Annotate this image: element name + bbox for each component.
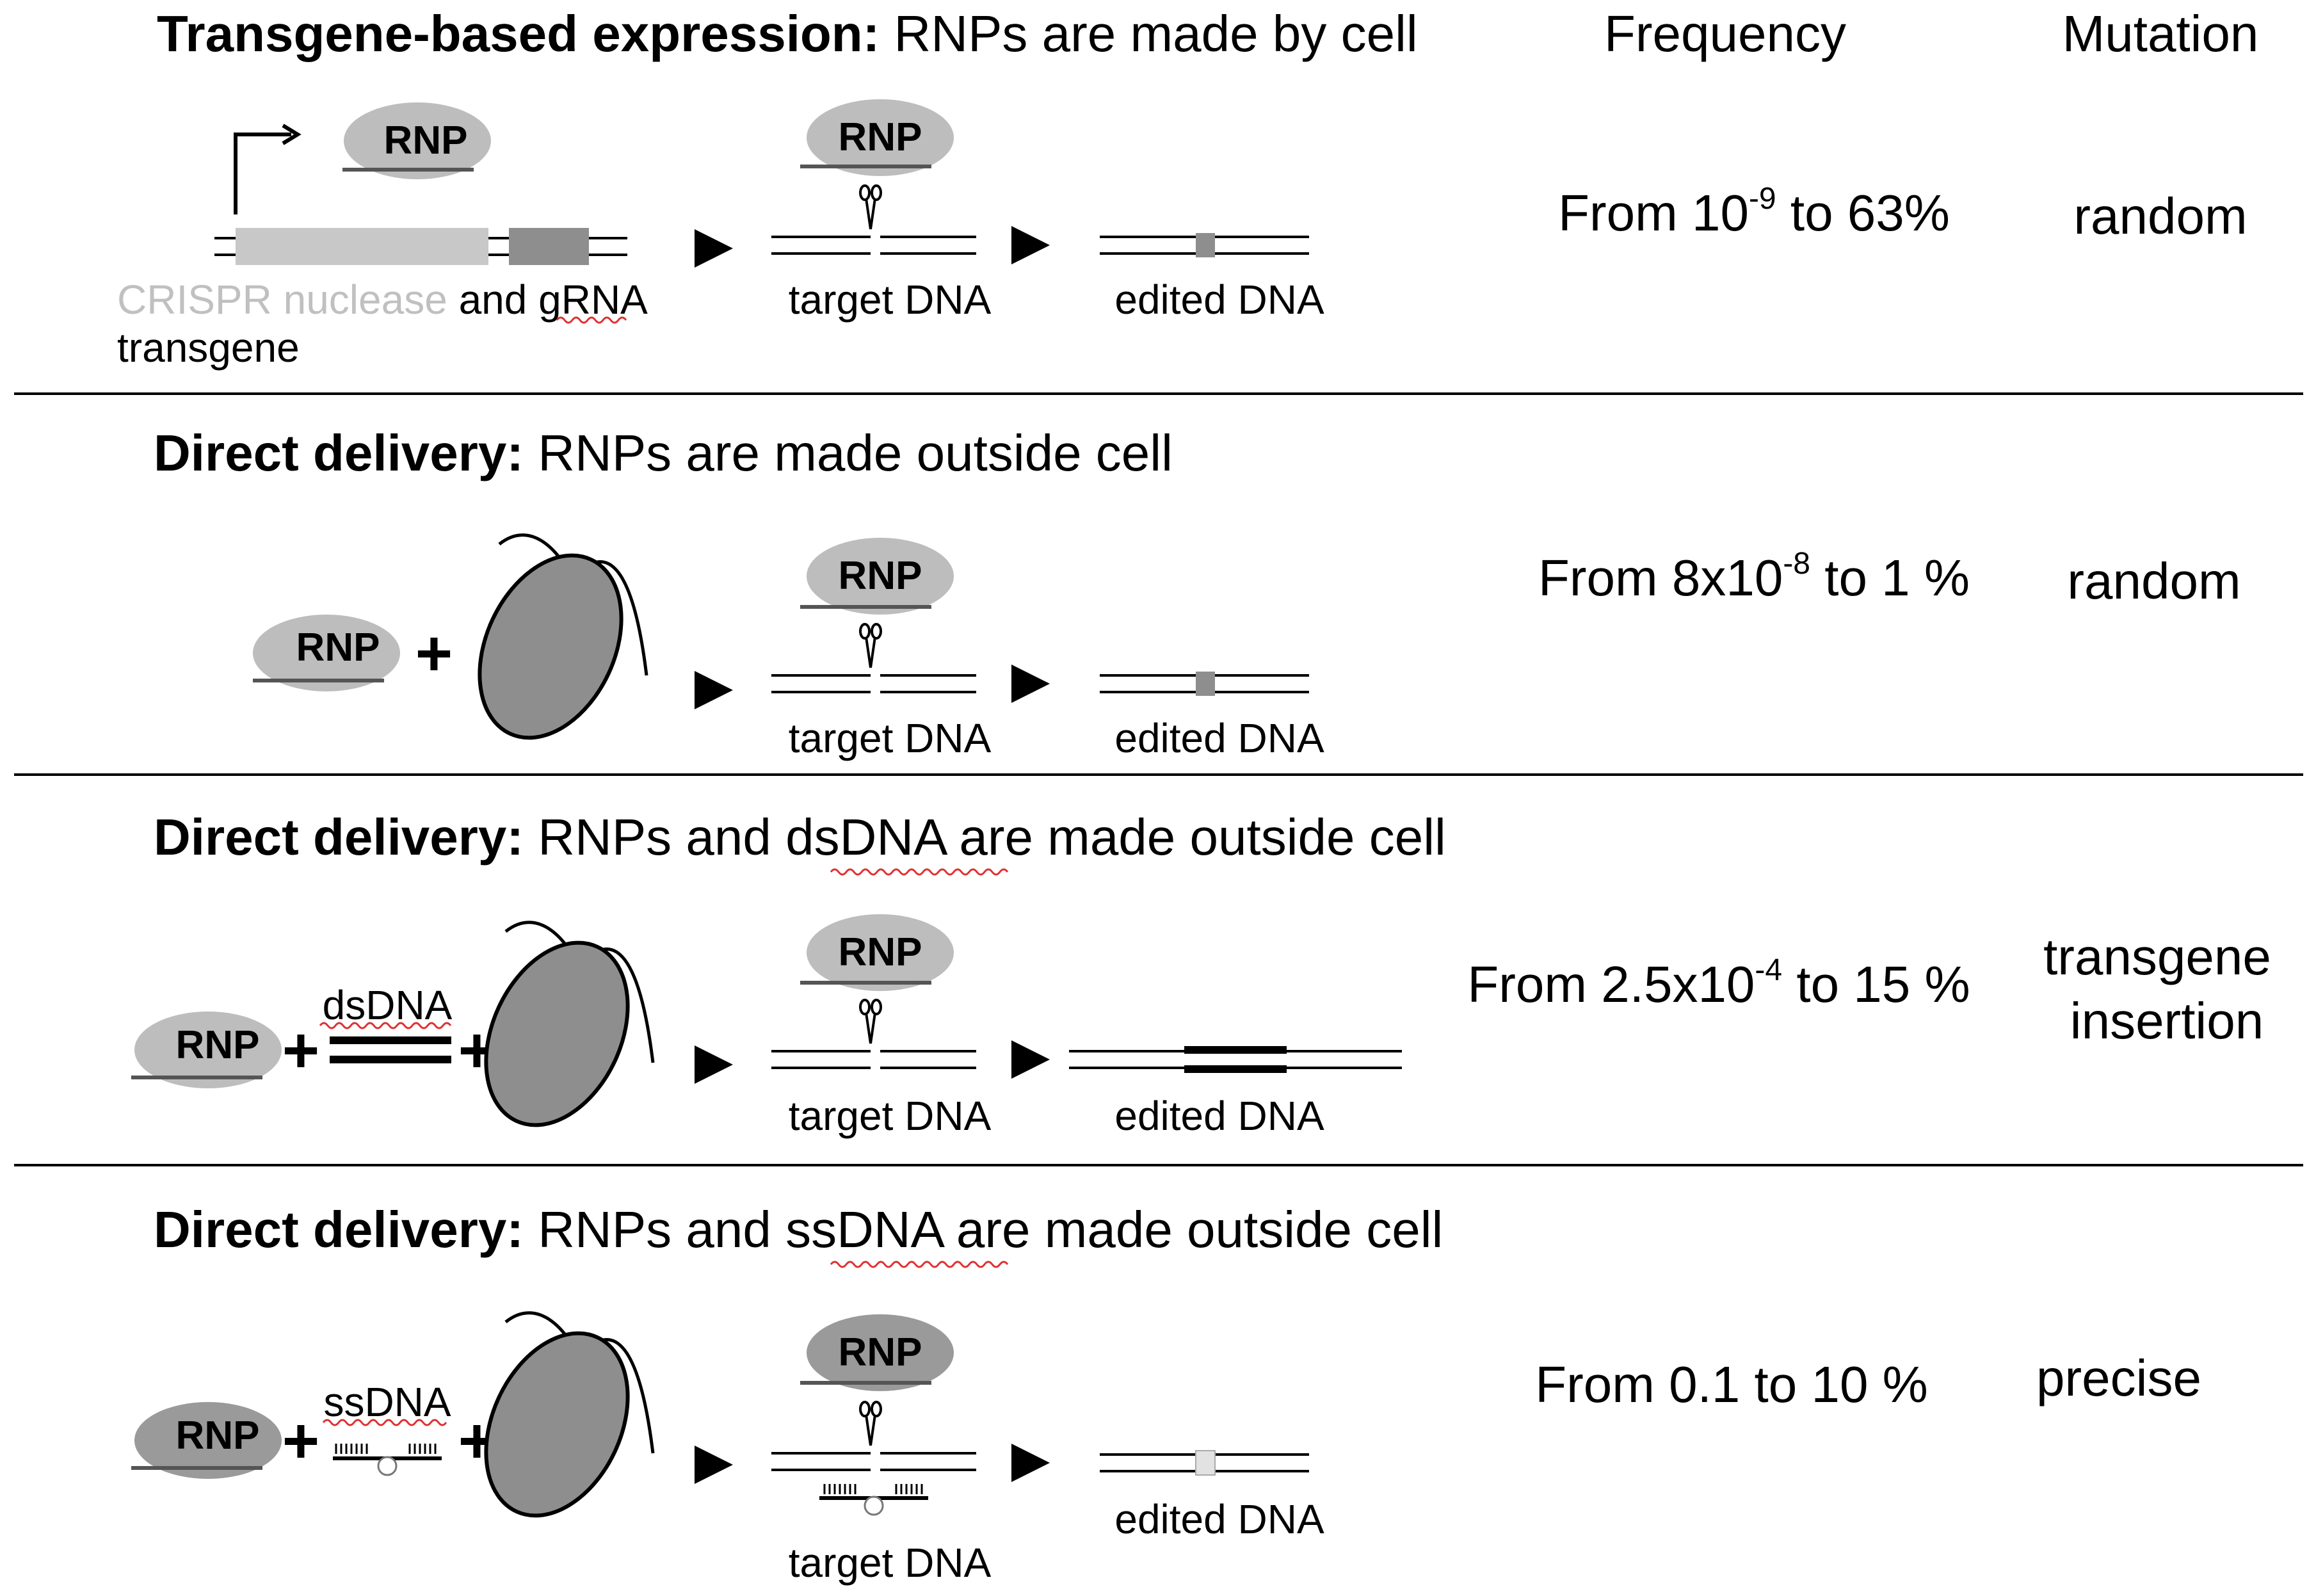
precise-edit-mark bbox=[1195, 1450, 1216, 1476]
plus-sign: + bbox=[282, 1405, 319, 1477]
mutation-3-line2: insertion bbox=[2070, 992, 2264, 1049]
target-dna: RNP target DNA bbox=[771, 914, 992, 1139]
rnp-label: RNP bbox=[839, 930, 922, 974]
rnp-label: RNP bbox=[384, 118, 468, 163]
rnp-label: RNP bbox=[296, 625, 380, 670]
frequency-3: From 2.5x10-4 to 15 % bbox=[1467, 953, 1970, 1013]
target-dna: RNP target DNA bbox=[771, 1314, 992, 1586]
edited-dna-label: edited DNA bbox=[1114, 1496, 1324, 1542]
ssdna-label: ssDNA bbox=[323, 1379, 451, 1425]
edited-dna: edited DNA bbox=[1100, 233, 1324, 323]
mutation-1: random bbox=[2073, 188, 2247, 245]
plus-sign: + bbox=[282, 1015, 319, 1086]
promoter-arrow bbox=[234, 133, 291, 214]
section-3-title: Direct delivery: RNPs and dsDNA are made… bbox=[154, 809, 1446, 866]
algal-cell bbox=[484, 921, 655, 1127]
ssdna-donor: ssDNA bbox=[322, 1379, 451, 1476]
mutation-3-line1: transgene bbox=[2043, 928, 2271, 985]
frequency-4: From 0.1 to 10 % bbox=[1535, 1356, 1928, 1413]
section-direct-delivery-ssdna: Direct delivery: RNPs and ssDNA are made… bbox=[131, 1201, 2201, 1586]
mutation-header: Mutation bbox=[2063, 5, 2259, 62]
target-dna-label: target DNA bbox=[789, 715, 992, 761]
dsdna-label: dsDNA bbox=[323, 982, 453, 1028]
transgene-label: CRISPR nuclease and gRNA bbox=[117, 277, 648, 323]
rnp-label: RNP bbox=[176, 1023, 260, 1067]
rnp-outside: RNP bbox=[131, 1402, 282, 1479]
dsdna-donor: dsDNA bbox=[319, 982, 453, 1063]
edited-dna: edited DNA bbox=[1100, 1450, 1324, 1542]
edited-dna: edited DNA bbox=[1100, 672, 1324, 761]
target-dna: RNP target DNA bbox=[771, 538, 992, 761]
frequency-2: From 8x10-8 to 1 % bbox=[1538, 547, 1970, 606]
spellcheck-underline bbox=[322, 1419, 447, 1426]
frequency-1: From 10-9 to 63% bbox=[1558, 182, 1950, 241]
rnp-label: RNP bbox=[839, 554, 922, 598]
rnp-label: RNP bbox=[176, 1414, 260, 1458]
rnp-outside: RNP bbox=[253, 615, 400, 691]
spellcheck-underline bbox=[556, 316, 627, 324]
promoter-arrow-head bbox=[282, 124, 302, 145]
mutation-4: precise bbox=[2036, 1350, 2201, 1407]
rnp-produced: RNP bbox=[342, 102, 491, 179]
rnp-label: RNP bbox=[839, 115, 922, 159]
spellcheck-underline bbox=[319, 1022, 452, 1029]
edit-mark bbox=[1196, 233, 1215, 257]
section-2-title: Direct delivery: RNPs are made outside c… bbox=[154, 424, 1173, 481]
rnp-label: RNP bbox=[839, 1330, 922, 1374]
spellcheck-underline bbox=[830, 1261, 1009, 1268]
rnp-outside: RNP bbox=[131, 1012, 282, 1088]
section-1-title: Transgene-based expression: RNPs are mad… bbox=[157, 5, 1418, 62]
edit-mark bbox=[1196, 672, 1215, 696]
algal-cell bbox=[484, 1311, 655, 1518]
grna-gene-box bbox=[509, 228, 589, 265]
section-4-title: Direct delivery: RNPs and ssDNA are made… bbox=[154, 1201, 1443, 1258]
target-dna: RNP target DNA bbox=[771, 99, 992, 323]
plus-sign: + bbox=[415, 618, 453, 689]
transgene-label-line2: transgene bbox=[117, 325, 300, 371]
spellcheck-underline bbox=[830, 868, 1009, 876]
nuclease-gene-box bbox=[236, 228, 488, 265]
transgene-dna bbox=[214, 228, 627, 265]
mutation-2: random bbox=[2067, 552, 2240, 609]
edited-dna-label: edited DNA bbox=[1114, 1093, 1324, 1139]
frequency-header: Frequency bbox=[1604, 5, 1846, 62]
section-transgene-expression: Transgene-based expression: RNPs are mad… bbox=[117, 5, 2248, 371]
section-direct-delivery-dsdna: Direct delivery: RNPs and dsDNA are made… bbox=[131, 809, 2271, 1139]
target-dna-label: target DNA bbox=[789, 277, 992, 323]
edited-dna-label: edited DNA bbox=[1114, 277, 1324, 323]
edited-dna-label: edited DNA bbox=[1114, 715, 1324, 761]
target-dna-label: target DNA bbox=[789, 1540, 992, 1586]
target-dna-label: target DNA bbox=[789, 1093, 992, 1139]
section-direct-delivery-rnp: Direct delivery: RNPs are made outside c… bbox=[154, 424, 2241, 761]
algal-cell bbox=[478, 533, 648, 740]
edited-dna: edited DNA bbox=[1069, 1046, 1402, 1139]
